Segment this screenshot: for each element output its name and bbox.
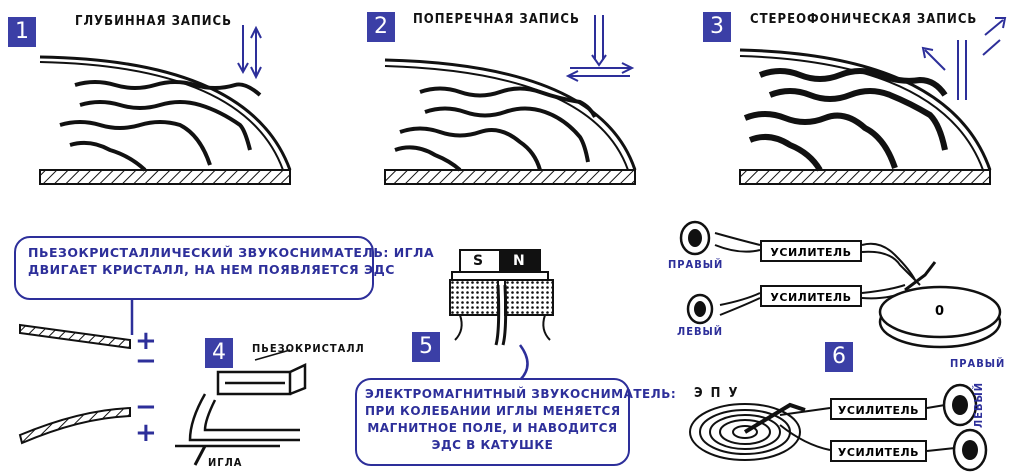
magnet-pole-n: N	[513, 253, 525, 269]
piezo-cartridge	[175, 350, 305, 465]
minus-sign-top: −	[135, 346, 157, 376]
panel-number-1: 1	[8, 17, 36, 47]
amplifier-bottom-2: УСИЛИТЕЛЬ	[830, 440, 927, 462]
label-right-top: ПРАВЫЙ	[668, 258, 723, 271]
piezo-bender-straight	[20, 325, 130, 348]
panel-number-5: 5	[412, 332, 440, 362]
speaker-left-top	[688, 295, 712, 323]
magnet-assembly	[450, 250, 553, 345]
panel-title-stereo: СТЕРЕОФОНИЧЕСКАЯ ЗАПИСЬ	[750, 12, 977, 27]
speaker-right-top	[681, 222, 709, 254]
piezo-text-line-2: ДВИГАЕТ КРИСТАЛЛ, НА НЕМ ПОЯВЛЯЕТСЯ ЭДС	[28, 261, 360, 278]
amplifier-bottom-1: УСИЛИТЕЛЬ	[830, 398, 927, 420]
magnet-pole-s: S	[473, 253, 483, 269]
magnet-description-bubble: ЭЛЕКТРОМАГНИТНЫЙ ЗВУКОСНИМАТЕЛЬ: ПРИ КОЛ…	[355, 378, 630, 466]
piezo-bender-bent	[20, 408, 130, 443]
panel-number-6: 6	[825, 342, 853, 372]
panel-title-depth: ГЛУБИННАЯ ЗАПИСЬ	[75, 14, 232, 29]
panel-number-3: 3	[703, 12, 731, 42]
magnet-text-line-4: ЭДС В КАТУШКЕ	[365, 437, 620, 454]
amplifier-middle: УСИЛИТЕЛЬ	[760, 285, 862, 307]
magnet-text-line-1: ЭЛЕКТРОМАГНИТНЫЙ ЗВУКОСНИМАТЕЛЬ:	[365, 386, 620, 403]
vertical-arrows-icon	[238, 25, 261, 77]
needle-label: ИГЛА	[208, 456, 242, 469]
groove-diagram-lateral	[385, 60, 635, 184]
piezo-text-line-1: ПЬЕЗОКРИСТАЛЛИЧЕСКИЙ ЗВУКОСНИМАТЕЛЬ: ИГЛ…	[28, 244, 360, 261]
bubble-pointer	[520, 345, 528, 380]
panel-number-2: 2	[367, 12, 395, 42]
panel-title-lateral: ПОПЕРЕЧНАЯ ЗАПИСЬ	[413, 12, 580, 27]
groove-diagram-stereo	[740, 50, 990, 184]
groove-diagram-depth	[40, 57, 290, 184]
piezo-description-bubble: ПЬЕЗОКРИСТАЛЛИЧЕСКИЙ ЗВУКОСНИМАТЕЛЬ: ИГЛ…	[14, 236, 374, 300]
amplifier-top: УСИЛИТЕЛЬ	[760, 240, 862, 262]
epu-label: Э П У	[694, 386, 740, 401]
magnet-text-line-3: МАГНИТНОЕ ПОЛЕ, И НАВОДИТСЯ	[365, 420, 620, 437]
label-right-bottom: ПРАВЫЙ	[950, 357, 1005, 370]
panel-number-4: 4	[205, 338, 233, 368]
magnet-text-line-2: ПРИ КОЛЕБАНИИ ИГЛЫ МЕНЯЕТСЯ	[365, 403, 620, 420]
plus-sign-bottom: +	[135, 418, 157, 448]
label-left-bottom: ЛЕВЫЙ	[972, 382, 985, 428]
speaker-left-bottom	[954, 430, 986, 470]
disc-label: 0	[935, 304, 944, 319]
crystal-label: ПЬЕЗОКРИСТАЛЛ	[252, 342, 365, 355]
label-left-top: ЛЕВЫЙ	[677, 325, 723, 338]
